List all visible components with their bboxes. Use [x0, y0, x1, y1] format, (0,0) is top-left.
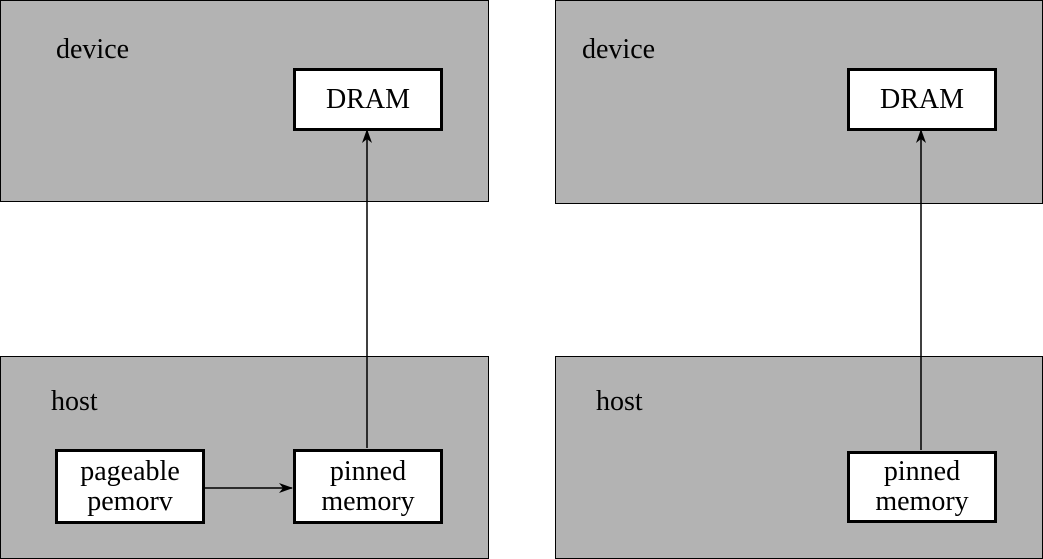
right-device-label: device	[582, 34, 656, 65]
left-host-label: host	[51, 386, 98, 417]
left-device-label: device	[56, 34, 130, 65]
left-pageable-memory-box: pageable pemorv	[55, 449, 205, 524]
right-host-region: host pinned memory	[555, 356, 1043, 559]
left-pageable-memory-label: pageable pemorv	[80, 455, 180, 517]
right-device-region: device DRAM	[555, 0, 1043, 204]
left-dram-label: DRAM	[325, 83, 410, 115]
left-pinned-memory-box: pinned memory	[293, 449, 443, 524]
right-pinned-memory-box: pinned memory	[847, 451, 997, 523]
right-dram-label: DRAM	[879, 83, 964, 115]
left-host-region: host pageable pemorv pinned memory	[0, 356, 489, 559]
right-host-label: host	[596, 386, 643, 417]
left-pinned-memory-label: pinned memory	[321, 455, 415, 517]
right-pinned-memory-label: pinned memory	[875, 456, 969, 517]
